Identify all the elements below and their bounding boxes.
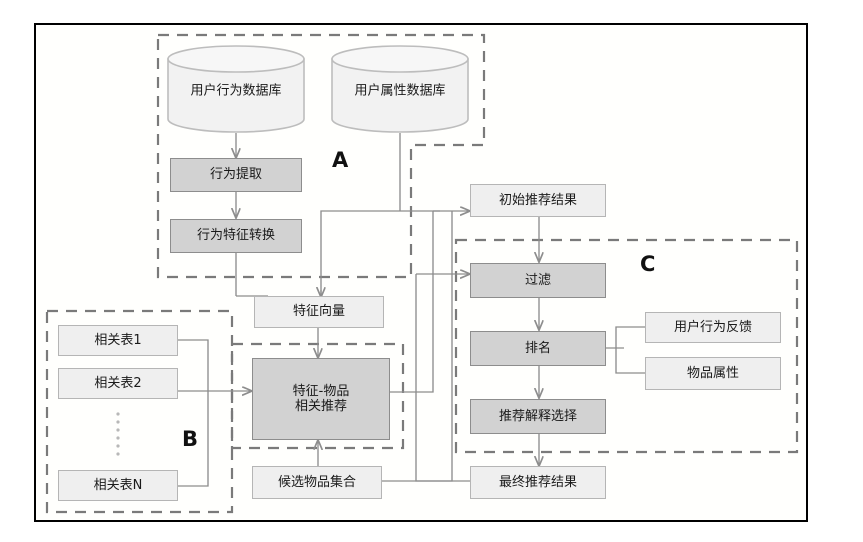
initial-recommend-result-node[interactable]: 初始推荐结果 [470, 184, 606, 217]
user-behavior-db-label: 用户行为数据库 [190, 83, 282, 99]
candidate-item-set-node[interactable]: 候选物品集合 [252, 466, 382, 499]
final-recommend-result-node[interactable]: 最终推荐结果 [470, 466, 606, 499]
group-c-label: C [640, 252, 656, 276]
group-b-label: B [182, 427, 199, 451]
item-attribute-node[interactable]: 物品属性 [645, 357, 781, 390]
user-behavior-db: 用户行为数据库 [167, 45, 305, 133]
cylinder-shape-2 [331, 45, 469, 133]
feature-vector-node[interactable]: 特征向量 [254, 296, 384, 328]
ranking-node[interactable]: 排名 [470, 331, 606, 366]
behavior-feature-transform-node[interactable]: 行为特征转换 [170, 219, 302, 253]
user-behavior-feedback-node[interactable]: 用户行为反馈 [645, 312, 781, 343]
recommend-explanation-select-node[interactable]: 推荐解释选择 [470, 399, 606, 434]
relation-table-1-node[interactable]: 相关表1 [58, 325, 178, 356]
group-a-label: A [332, 148, 349, 172]
user-attribute-db-label: 用户属性数据库 [354, 83, 446, 99]
relation-table-n-node[interactable]: 相关表N [58, 470, 178, 501]
filter-node[interactable]: 过滤 [470, 263, 606, 298]
relation-table-2-node[interactable]: 相关表2 [58, 368, 178, 399]
feature-item-recommend-node[interactable]: 特征-物品 相关推荐 [252, 358, 390, 440]
user-attribute-db: 用户属性数据库 [331, 45, 469, 133]
cylinder-shape-1 [167, 45, 305, 133]
behavior-extraction-node[interactable]: 行为提取 [170, 158, 302, 192]
